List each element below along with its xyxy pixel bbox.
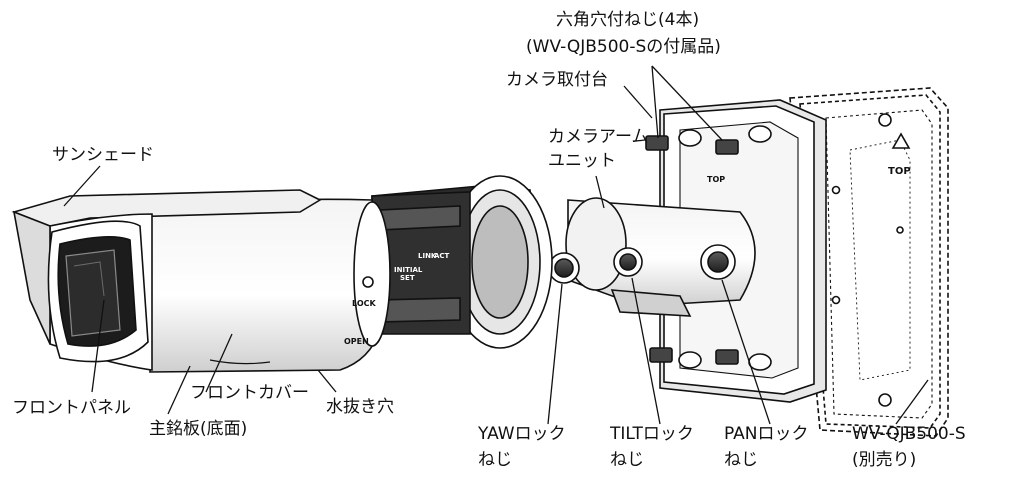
front-panel xyxy=(47,220,149,363)
label-front-panel: フロントパネル xyxy=(12,398,131,418)
label-tilt-2: ねじ xyxy=(610,450,644,470)
label-tilt-1: TILTロック xyxy=(610,424,694,444)
junction-box xyxy=(789,87,949,437)
initial-set-mark-2: SET xyxy=(400,274,415,282)
box-top-mark: TOP xyxy=(888,166,911,177)
camera-body xyxy=(371,175,553,349)
front-cover xyxy=(149,198,391,373)
label-camera-arm-2: ユニット xyxy=(548,151,616,171)
open-mark: OPEN xyxy=(344,337,369,346)
camera-arm-unit xyxy=(548,197,756,317)
lock-mark: LOCK xyxy=(352,299,376,308)
label-yaw-1: YAWロック xyxy=(478,424,566,444)
label-box-model-1: WV-QJB500-S xyxy=(852,424,966,444)
act-mark: ACT xyxy=(434,252,450,260)
initial-set-mark-1: INITIAL xyxy=(394,266,423,274)
label-hex-screws-1: 六角穴付ねじ(4本) xyxy=(556,10,700,30)
link-mark: LINK xyxy=(418,252,437,260)
label-nameplate: 主銘板(底面) xyxy=(149,419,248,439)
label-camera-arm-1: カメラアーム xyxy=(548,127,649,147)
label-hex-screws-2: (WV-QJB500-Sの付属品) xyxy=(526,37,721,57)
label-sunshade: サンシェード xyxy=(52,145,154,165)
leader-lines xyxy=(63,65,929,425)
label-pan-2: ねじ xyxy=(724,450,758,470)
label-front-cover: フロントカバー xyxy=(190,383,309,403)
label-drain-hole: 水抜き穴 xyxy=(326,397,394,417)
label-pan-1: PANロック xyxy=(724,424,809,444)
mount-top-mark: TOP xyxy=(707,175,725,184)
label-camera-mount: カメラ取付台 xyxy=(506,70,608,90)
label-yaw-2: ねじ xyxy=(478,450,512,470)
label-box-model-2: (別売り) xyxy=(852,450,917,470)
